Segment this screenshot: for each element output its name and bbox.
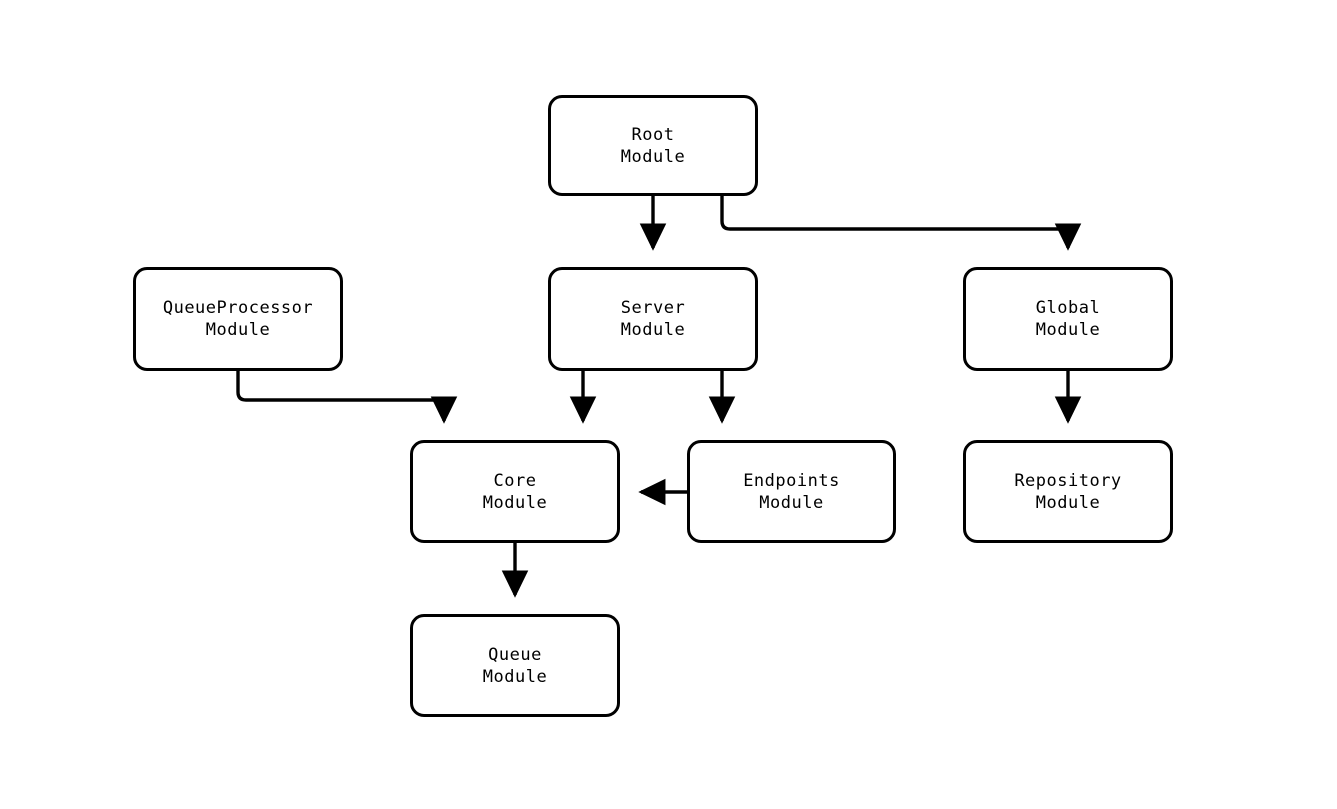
node-server-module-label-line2: Module [620,320,686,340]
node-queueprocessor-module-label-line2: Module [205,320,271,340]
node-global-module-label-line1: Global [1035,298,1101,318]
node-global-module[interactable]: Global Module [963,267,1173,371]
node-core-module-label-line1: Core [493,470,537,491]
node-core-module[interactable]: Core Module [410,440,620,543]
node-queue-module[interactable]: Queue Module [410,614,620,717]
node-root-module-label-line2: Module [620,146,686,167]
node-root-module[interactable]: Root Module [548,95,758,196]
node-core-module-label-line2: Module [482,492,548,513]
node-endpoints-module-label-line2: Module [759,492,824,513]
edge-queueprocessor-to-core [236,371,458,424]
node-queue-module-label-line1: Queue [488,644,542,665]
node-root-module-label-line1: Root [631,124,675,145]
node-repository-module-label-line2: Module [1035,492,1101,513]
node-repository-module[interactable]: Repository Module [963,440,1173,543]
node-global-module-label-line2: Module [1035,320,1101,340]
node-endpoints-module-label-line1: Endpoints [743,470,840,491]
node-server-module-label-line1: Server [620,298,686,318]
node-endpoints-module[interactable]: Endpoints Module [687,440,896,543]
node-repository-module-label-line1: Repository [1014,470,1122,491]
edge-root-to-global [720,196,1082,251]
node-queueprocessor-module-label-line1: QueueProcessor [162,298,314,318]
node-queueprocessor-module[interactable]: QueueProcessor Module [133,267,343,371]
node-queue-module-label-line2: Module [482,666,548,687]
node-server-module[interactable]: Server Module [548,267,758,371]
